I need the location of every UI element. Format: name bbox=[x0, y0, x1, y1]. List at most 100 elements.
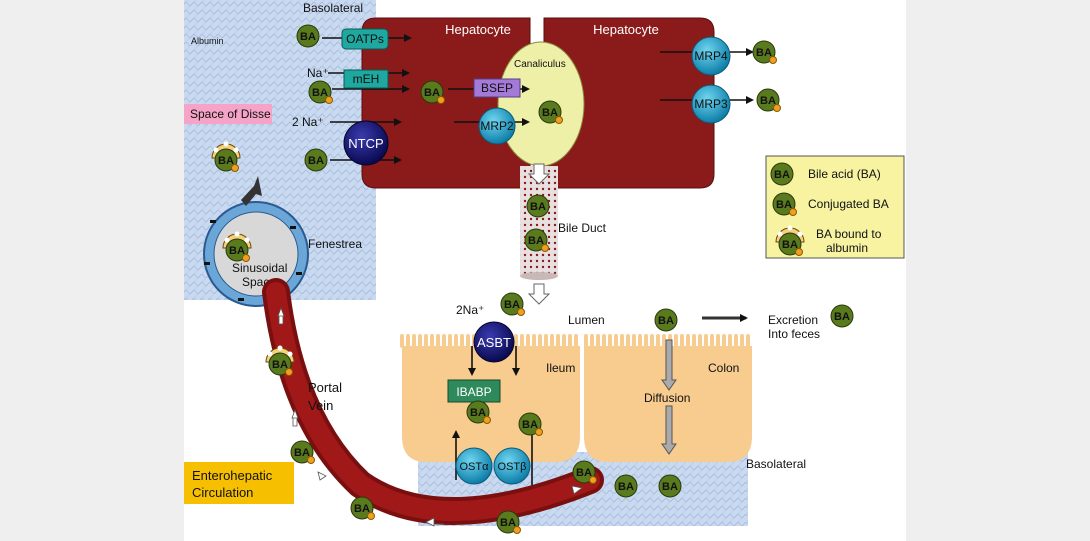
ba-text: BA bbox=[528, 235, 544, 247]
bile-acid-layer: BA BA BA BA BA BA BA BA BA BA BA BA BA BA BA BA BA BA BA BA… bbox=[211, 24, 854, 534]
oatps-transporter bbox=[341, 28, 389, 50]
ntcp-transporter bbox=[343, 120, 389, 166]
two-na-ileum-label: 2Na⁺ bbox=[456, 303, 484, 317]
flow-arrow-down bbox=[527, 163, 551, 185]
colon-label: Colon bbox=[708, 361, 739, 375]
excretion-label-1: Excretion bbox=[768, 313, 818, 327]
space-of-disse-label: Space of Disse bbox=[190, 107, 271, 121]
asbt-label: ASBT bbox=[477, 335, 511, 350]
bile-acid-icon: BA bbox=[614, 474, 638, 498]
bile-acid-icon: BA bbox=[296, 24, 320, 48]
enterohepatic-tag bbox=[184, 462, 294, 504]
excretion-label-2: Into feces bbox=[768, 327, 820, 341]
oatps-label: OATPs bbox=[346, 32, 384, 46]
albumin-bound-ba-icon: BA bbox=[211, 141, 241, 172]
two-na-plus-label: 2 Na⁺ bbox=[292, 115, 324, 129]
bsep-transporter bbox=[473, 78, 521, 98]
ba-text: BA bbox=[424, 87, 440, 99]
flow-arrow-down bbox=[527, 283, 551, 305]
enterohepatic-label-1: Enterohepatic bbox=[192, 468, 273, 483]
ntcp-label: NTCP bbox=[348, 136, 383, 151]
ba-text: BA bbox=[530, 201, 546, 213]
conjugated-ba-icon: BA bbox=[466, 400, 491, 424]
diffusion-label: Diffusion bbox=[644, 391, 690, 405]
ba-text: BA bbox=[760, 95, 776, 107]
mrp4-label: MRP4 bbox=[694, 49, 728, 63]
ost-alpha-label: OSTα bbox=[460, 461, 490, 473]
conjugated-ba-icon: BA bbox=[496, 510, 521, 534]
conjugated-ba-icon: BA bbox=[420, 80, 445, 104]
ba-text: BA bbox=[300, 31, 316, 43]
legend-conjugated: Conjugated BA bbox=[808, 197, 889, 211]
bsep-label: BSEP bbox=[481, 81, 513, 95]
legend-albumin-1: BA bound to bbox=[816, 227, 882, 241]
conjugated-ba-icon: BA bbox=[518, 412, 543, 436]
conjugated-ba-icon: BA bbox=[308, 80, 333, 104]
mrp3-label: MRP3 bbox=[694, 97, 728, 111]
ba-text: BA bbox=[658, 315, 674, 327]
portal-label-1: Portal bbox=[308, 380, 342, 395]
flow-arrow-up bbox=[241, 176, 262, 206]
hepatocyte-left bbox=[361, 17, 531, 189]
ba-text: BA bbox=[662, 481, 678, 493]
conjugated-ba-icon: BA bbox=[524, 228, 549, 252]
bile-acid-icon: BA bbox=[304, 148, 328, 172]
mrp2-label: MRP2 bbox=[480, 119, 514, 133]
conjugated-ba-icon: BA bbox=[350, 496, 375, 520]
ba-text: BA bbox=[522, 419, 538, 431]
ost-beta-label: OSTβ bbox=[498, 461, 527, 473]
ba-text: BA bbox=[294, 447, 310, 459]
albumin-bound-ba-icon: BA bbox=[265, 345, 295, 376]
enterohepatic-label-2: Circulation bbox=[192, 485, 253, 500]
ba-text: BA bbox=[774, 169, 790, 181]
space-of-disse-tag bbox=[184, 104, 272, 124]
hepatocyte-right bbox=[543, 17, 715, 189]
albumin-bound-ba-icon: BA bbox=[222, 231, 252, 262]
meh-label: mEH bbox=[353, 72, 380, 86]
bile-acid-icon: BA bbox=[658, 474, 682, 498]
ba-text: BA bbox=[229, 245, 245, 257]
basolateral-bottom-label: Basolateral bbox=[746, 457, 806, 471]
ba-text: BA bbox=[500, 517, 516, 529]
conjugated-ba-icon: BA bbox=[756, 88, 781, 112]
conjugated-ba-icon: BA bbox=[752, 40, 777, 64]
mrp4-transporter bbox=[691, 36, 731, 76]
hepatocyte-right-label: Hepatocyte bbox=[593, 22, 659, 37]
conjugated-ba-icon: BA bbox=[538, 100, 563, 124]
ost-alpha-transporter bbox=[455, 447, 493, 485]
ba-text: BA bbox=[542, 107, 558, 119]
conjugated-ba-icon: BA bbox=[290, 440, 315, 464]
legend-albumin-2: albumin bbox=[826, 241, 868, 255]
mrp2-transporter bbox=[478, 107, 516, 145]
ba-text: BA bbox=[308, 155, 324, 167]
conjugated-ba-icon: BA bbox=[500, 292, 525, 316]
ba-text: BA bbox=[272, 359, 288, 371]
albumin-label: Albumin bbox=[191, 36, 224, 46]
ba-text: BA bbox=[218, 155, 234, 167]
albumin-bound-ba-icon: BA bbox=[775, 225, 805, 256]
conjugated-ba-icon: BA bbox=[572, 460, 597, 484]
ileum-label: Ileum bbox=[546, 361, 575, 375]
basolateral-top-label: Basolateral bbox=[303, 1, 363, 15]
ba-text: BA bbox=[504, 299, 520, 311]
ibabp-label: IBABP bbox=[456, 385, 491, 399]
bile-acid-icon: BA bbox=[654, 308, 678, 332]
fenestrea-label: Fenestrea bbox=[308, 237, 362, 251]
hepatocyte-left-label: Hepatocyte bbox=[445, 22, 511, 37]
canaliculus-label: Canaliculus bbox=[514, 59, 566, 70]
ba-text: BA bbox=[776, 199, 792, 211]
lumen-label: Lumen bbox=[568, 313, 605, 327]
colon-cells bbox=[584, 346, 752, 462]
asbt-transporter bbox=[473, 321, 515, 363]
conjugated-ba-icon: BA bbox=[772, 192, 797, 216]
bile-acid-icon: BA bbox=[526, 194, 550, 218]
legend-bile-acid: Bile acid (BA) bbox=[808, 167, 881, 181]
ba-text: BA bbox=[618, 481, 634, 493]
ba-text: BA bbox=[354, 503, 370, 515]
sinusoidal-label-1: Sinusoidal bbox=[232, 261, 287, 275]
ba-text: BA bbox=[576, 467, 592, 479]
na-plus-label: Na⁺ bbox=[307, 66, 329, 80]
ba-text: BA bbox=[470, 407, 486, 419]
